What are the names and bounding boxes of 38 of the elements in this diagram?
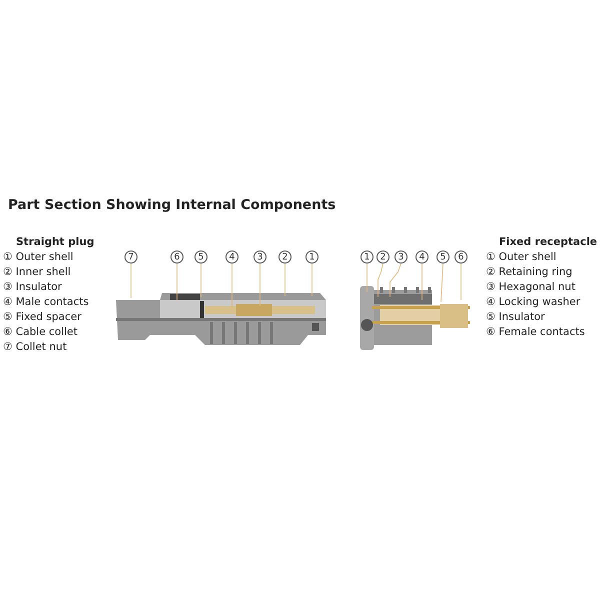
callout-number: 4	[416, 250, 428, 264]
part-name: ④ Male contacts	[3, 295, 90, 310]
callout-number: 1	[360, 250, 374, 264]
part-name: ④ Locking washer	[486, 295, 582, 310]
leader-line	[284, 263, 286, 296]
leader-line	[200, 263, 202, 298]
part-name: ② Retaining ring	[486, 265, 574, 280]
title: Part Section Showing Internal Components	[8, 197, 336, 213]
list-heading: Straight plug	[15, 235, 94, 250]
list-heading: Fixed receptacle	[498, 235, 598, 250]
leader-line	[460, 263, 462, 300]
callout-number: 2	[278, 250, 292, 264]
leader-line	[440, 263, 444, 302]
callout-number: 5	[194, 250, 208, 264]
callout-number: 4	[226, 250, 238, 264]
leader-line	[390, 263, 402, 298]
part-name: ② Inner shell	[3, 265, 72, 280]
callout-number: 5	[436, 250, 450, 264]
part-name: ⑦ Collet nut	[3, 340, 68, 355]
part-name: ⑥ Female contacts	[486, 325, 586, 340]
part-name: ③ Insulator	[3, 280, 63, 295]
leader-line	[366, 263, 368, 292]
part-name: ⑤ Fixed spacer	[3, 310, 82, 325]
part-name: ③ Hexagonal nut	[486, 280, 576, 295]
callout-number: 3	[254, 250, 266, 264]
callout-number: 6	[454, 250, 468, 264]
callout-number: 3	[394, 250, 408, 264]
part-name: ① Outer shell	[486, 250, 558, 265]
callout-number: 2	[376, 250, 390, 264]
part-name: ⑤ Insulator	[486, 310, 546, 325]
callout-number: 6	[170, 250, 184, 264]
callout-number: 7	[124, 250, 138, 264]
leader-line	[176, 263, 178, 300]
part-name: ① Outer shell	[3, 250, 74, 265]
leader-line	[378, 263, 384, 298]
callout-number: 1	[306, 250, 318, 264]
part-name: ⑥ Cable collet	[3, 325, 79, 340]
leader-line	[130, 263, 132, 298]
